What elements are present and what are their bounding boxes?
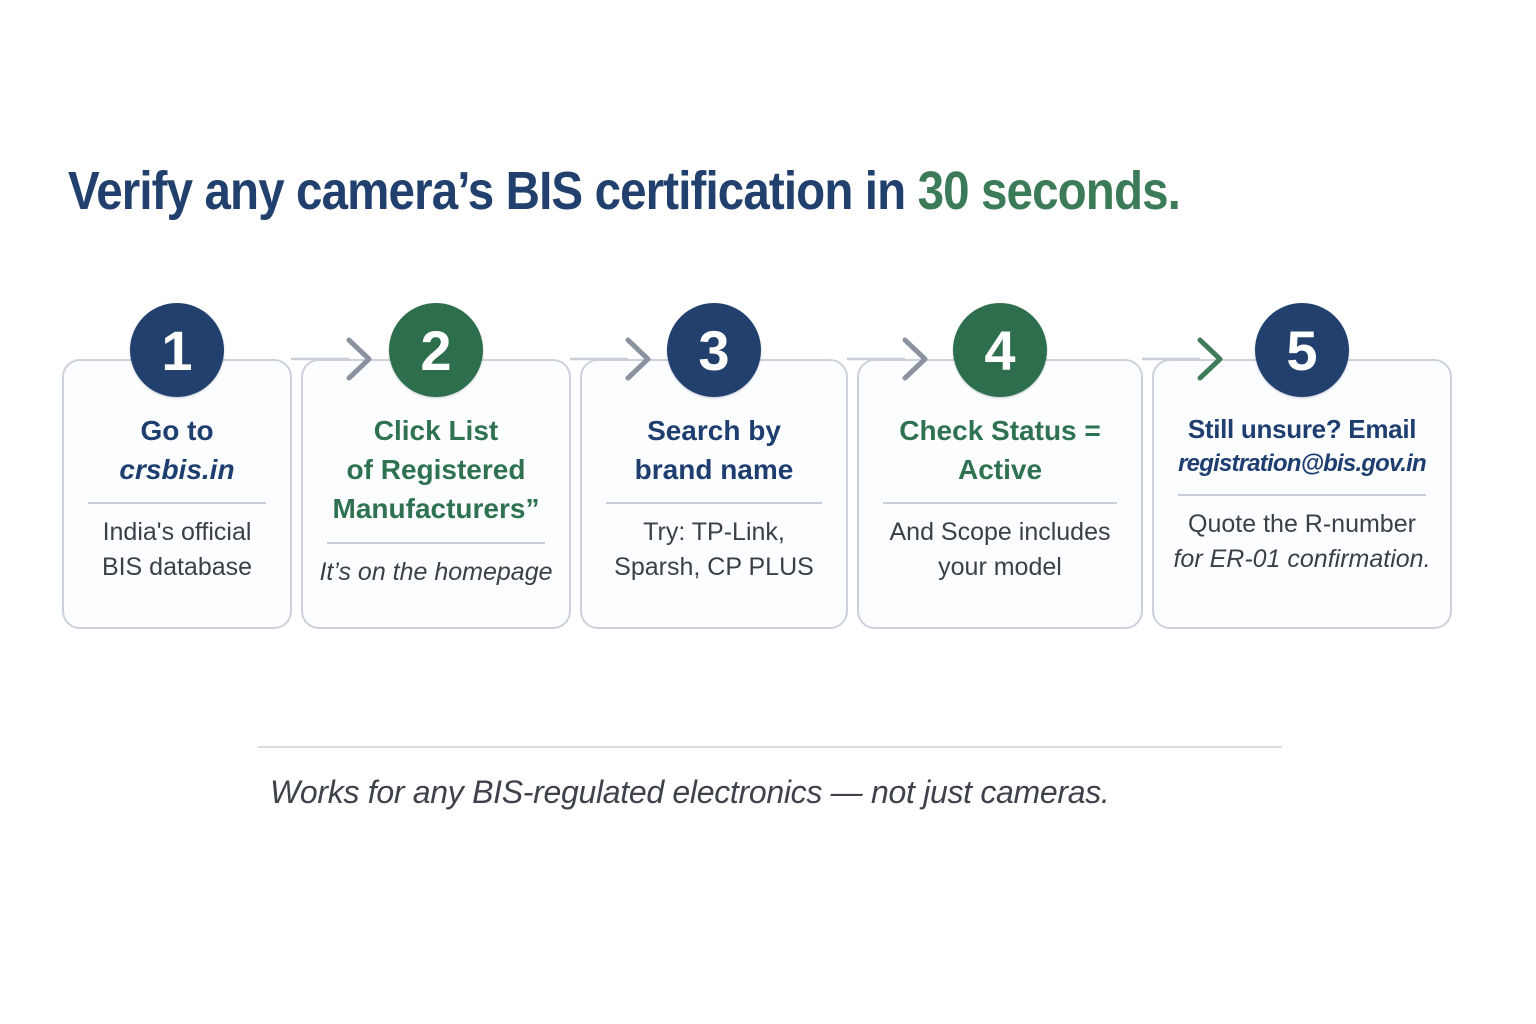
step-1-number: 1 [161,318,193,382]
step-2-title-line2: of Registered [346,454,526,486]
step-5-card: Still unsure? Email registration@bis.gov… [1152,359,1452,629]
step-4-card: Check Status = Active And Scope includes… [857,359,1143,629]
page-title-highlight: 30 seconds. [917,161,1181,221]
step-5-title-line2: registration@bis.gov.in [1178,450,1427,478]
step-2-card: Click List of Registered Manufacturers” … [301,359,571,629]
step-4-title-line1: Check Status = [899,415,1101,446]
step-2-body-line1: It’s on the homepage [319,557,553,586]
page-title: Verify any camera’s BIS certification in… [68,160,1181,222]
footer-note: Works for any BIS-regulated electronics … [270,774,1110,810]
step-5-body: Quote the R-number for ER-01 confirmatio… [1164,507,1440,577]
step-1-body-line2: BIS database [101,553,253,582]
step-1-divider [88,502,266,505]
step-5-title: Still unsure? Email registration@bis.gov… [1164,411,1440,481]
step-3-number: 3 [698,318,730,382]
step-5-body-line1: Quote the R-number [1188,509,1416,538]
step-1-body-line1: India's official [102,518,252,547]
step-5-title-line1: Still unsure? Email [1187,414,1417,444]
step-3-title: Search by brand name [592,411,836,489]
step-5-body-line2: for ER-01 confirmation. [1173,544,1431,573]
step-3-body: Try: TP-Link, Sparsh, CP PLUS [592,515,836,585]
step-4-title: Check Status = Active [869,411,1131,489]
step-2-title: Click List of Registered Manufacturers” [313,411,559,529]
step-4-number-badge: 4 [953,303,1047,397]
step-1: 1 Go to crsbis.in India's official BIS d… [62,303,292,629]
step-1-title: Go to crsbis.in [74,411,280,489]
footer-divider [258,746,1282,748]
step-3-title-line2: brand name [634,454,794,486]
step-3: 3 Search by brand name Try: TP-Link, Spa… [570,303,848,629]
step-3-body-line2: Sparsh, CP PLUS [614,553,814,582]
step-4-title-line2: Active [957,454,1043,486]
step-2-divider [327,541,545,544]
step-4-body-line2: your model [938,553,1062,582]
step-1-body: India's official BIS database [74,515,280,585]
steps-row: 1 Go to crsbis.in India's official BIS d… [62,303,1452,629]
step-5-number: 5 [1286,318,1318,382]
step-3-number-badge: 3 [667,303,761,397]
step-1-card: Go to crsbis.in India's official BIS dat… [62,359,292,629]
page-title-prefix: Verify any camera’s BIS certification in [68,161,918,221]
step-3-title-line1: Search by [647,415,781,446]
step-4-number: 4 [984,318,1016,382]
step-5-divider [1178,493,1426,496]
step-1-title-line1: Go to [140,415,214,446]
step-2-title-line3: Manufacturers” [332,493,540,525]
step-5-number-badge: 5 [1255,303,1349,397]
step-4-divider [883,502,1117,505]
step-2-number-badge: 2 [389,303,483,397]
step-2-body: It’s on the homepage [313,555,559,590]
step-3-card: Search by brand name Try: TP-Link, Spars… [580,359,848,629]
step-1-number-badge: 1 [130,303,224,397]
step-4: 4 Check Status = Active And Scope includ… [847,303,1143,629]
step-1-title-line2: crsbis.in [119,454,235,486]
step-3-body-line1: Try: TP-Link, [643,518,785,547]
step-2: 2 Click List of Registered Manufacturers… [291,303,571,629]
step-2-title-line1: Click List [373,415,499,446]
step-2-number: 2 [420,318,452,382]
step-4-body-line1: And Scope includes [889,518,1111,547]
step-5: 5 Still unsure? Email registration@bis.g… [1142,303,1452,629]
step-4-body: And Scope includes your model [869,515,1131,585]
step-3-divider [606,502,822,505]
